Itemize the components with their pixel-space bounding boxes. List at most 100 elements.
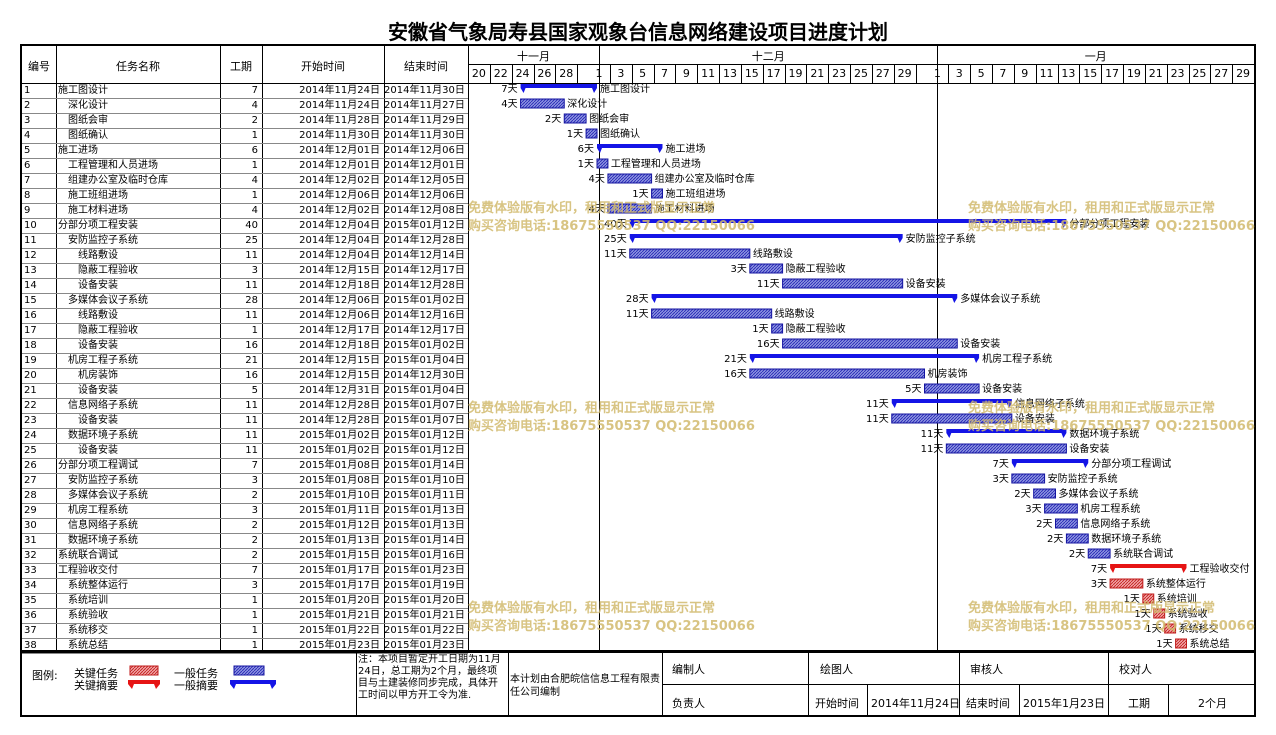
- day-divider: [871, 64, 873, 83]
- gantt-task-bar: 11天设备安装: [866, 412, 1055, 425]
- day-tick-label: 29: [897, 67, 912, 80]
- task-id: 36: [24, 610, 37, 621]
- task-end: 2014年12月06日: [384, 190, 465, 201]
- bar-task-label: 工程验收交付: [1190, 562, 1250, 575]
- task-start: 2014年12月04日: [299, 220, 380, 231]
- task-name: 深化设计: [68, 100, 108, 111]
- duration-label: 3天: [1091, 579, 1107, 590]
- task-id: 30: [24, 520, 37, 531]
- owner-label: 负责人: [672, 697, 705, 710]
- bar-task-label: 机房工程子系统: [982, 352, 1052, 365]
- day-divider: [1057, 64, 1059, 83]
- header-end: 结束时间: [404, 60, 448, 73]
- row-divider: [22, 473, 468, 474]
- gantt-task-bar: 11天设备安装: [757, 277, 946, 290]
- legend-critical-task-label: 关键任务: [74, 667, 118, 680]
- task-end: 2014年12月05日: [384, 175, 465, 186]
- bar-task-label: 系统验收: [1168, 607, 1208, 620]
- duration-label: 11天: [604, 249, 627, 260]
- task-start: 2015年01月11日: [299, 505, 380, 516]
- day-divider: [489, 64, 491, 83]
- duration-label: 4天: [589, 204, 605, 215]
- reviewer-label: 审核人: [970, 663, 1003, 676]
- task-name: 图纸会审: [68, 115, 108, 126]
- header-name: 任务名称: [116, 60, 160, 73]
- bar-task-label: 设备安装: [906, 277, 946, 290]
- task-duration: 4: [251, 205, 258, 216]
- row-divider: [22, 218, 468, 219]
- grid-line: [468, 46, 469, 653]
- task-name: 工程验收交付: [58, 565, 118, 576]
- duration-label: 21天: [724, 354, 747, 365]
- duration-label: 40天: [604, 219, 627, 230]
- month-label: 一月: [1084, 50, 1107, 63]
- row-divider: [22, 578, 468, 579]
- day-tick-label: 9: [1021, 67, 1029, 80]
- task-name: 设备安装: [78, 445, 118, 456]
- task-name: 安防监控子系统: [68, 475, 138, 486]
- gantt-task-bar: 6天施工进场: [578, 142, 706, 155]
- gantt-task-bar: 25天安防监控子系统: [604, 232, 976, 245]
- day-tick-label: 5: [639, 67, 647, 80]
- bar-task-label: 信息网络子系统: [1015, 397, 1085, 410]
- duration-label: 28天: [626, 294, 649, 305]
- row-divider: [22, 533, 468, 534]
- gantt-task-bar: 1天系统验收: [1134, 607, 1207, 620]
- task-duration: 3: [251, 265, 258, 276]
- day-divider: [1101, 64, 1103, 83]
- task-duration: 7: [251, 565, 258, 576]
- bar-task-label: 数据环境子系统: [1069, 427, 1139, 440]
- gantt-task-bar: 3天系统整体运行: [1091, 577, 1206, 590]
- row-divider: [22, 338, 468, 339]
- task-duration: 1: [251, 130, 258, 141]
- duration-label: 4天: [501, 99, 517, 110]
- task-id: 12: [24, 250, 37, 261]
- task-duration: 11: [245, 445, 258, 456]
- gantt-task-bar: 1天系统移交: [1145, 622, 1218, 635]
- task-name: 组建办公室及临时仓库: [68, 175, 168, 186]
- grid-line: [468, 64, 1254, 65]
- task-duration: 3: [251, 475, 258, 486]
- project-note: 注：本项目暂定开工日期为11月24日，总工期为2个月，最终项目与土建装修同步完成…: [358, 654, 501, 701]
- task-end: 2015年01月10日: [384, 475, 465, 486]
- task-duration: 2: [251, 520, 258, 531]
- day-tick-label: 7: [660, 67, 668, 80]
- gantt-task-bar: 3天机房工程系统: [1025, 502, 1140, 515]
- task-id: 23: [24, 415, 37, 426]
- header-duration: 工期: [230, 60, 252, 73]
- task-id: 15: [24, 295, 37, 306]
- grid-line: [22, 83, 1254, 84]
- duration-label: 1天: [578, 159, 594, 170]
- duration-value: 2个月: [1198, 697, 1227, 710]
- task-end: 2015年01月19日: [384, 580, 465, 591]
- task-name: 机房工程系统: [68, 505, 128, 516]
- task-duration: 4: [251, 100, 258, 111]
- bar-task-label: 施工材料进场: [655, 202, 715, 215]
- bar-task-label: 设备安装: [1069, 442, 1109, 455]
- task-name: 机房装饰: [78, 370, 118, 381]
- bar-task-label: 施工班组进场: [666, 187, 726, 200]
- task-duration: 1: [251, 325, 258, 336]
- month-divider: [937, 46, 939, 653]
- task-duration: 1: [251, 595, 258, 606]
- row-divider: [22, 323, 468, 324]
- duration-label: 16天: [757, 339, 780, 350]
- task-id: 14: [24, 280, 37, 291]
- duration-label: 2天: [1014, 489, 1030, 500]
- gantt-task-bar: 1天系统总结: [1156, 637, 1229, 650]
- day-tick-label: 13: [1061, 67, 1076, 80]
- task-name: 系统联合调试: [58, 550, 118, 561]
- task-id: 20: [24, 370, 37, 381]
- task-name: 设备安装: [78, 340, 118, 351]
- footer-panel: 图例: 关键任务 关键摘要 一般任务 一般摘要 注：本项目暂定开工日期为11月2…: [20, 652, 1256, 717]
- task-end: 2014年11月30日: [384, 85, 465, 96]
- bar-task-label: 信息网络子系统: [1080, 517, 1150, 530]
- duration-label: 1天: [752, 324, 768, 335]
- duration-label: 2天: [545, 114, 561, 125]
- day-tick-label: 19: [1126, 67, 1141, 80]
- task-duration: 11: [245, 430, 258, 441]
- task-id: 4: [24, 130, 31, 141]
- header-start: 开始时间: [301, 60, 345, 73]
- day-divider: [1210, 64, 1212, 83]
